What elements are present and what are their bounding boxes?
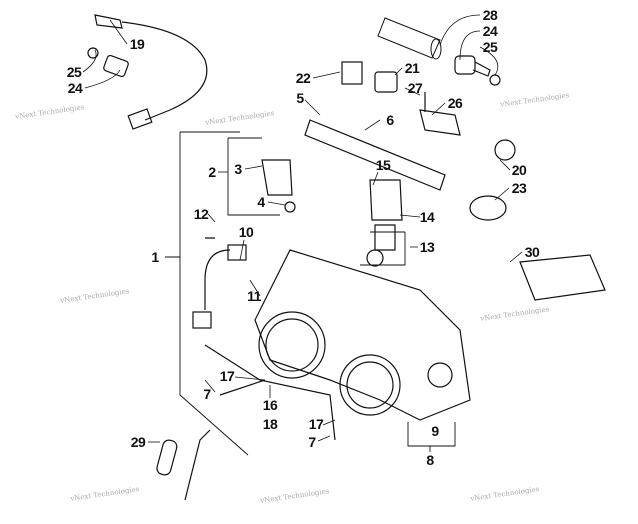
fuel-rail bbox=[304, 119, 446, 191]
callout-label: 17 bbox=[308, 416, 324, 432]
callout-label: 26 bbox=[447, 95, 463, 111]
callout-label: 16 bbox=[262, 397, 278, 413]
callout-label: 8 bbox=[426, 452, 434, 468]
vent-hose bbox=[204, 344, 336, 441]
bracket-lines bbox=[165, 131, 456, 456]
callout-label: 15 bbox=[375, 157, 391, 173]
callout-label: 25 bbox=[482, 39, 498, 55]
iac-valve bbox=[369, 179, 403, 251]
callout-label: 25 bbox=[66, 64, 82, 80]
callout-label: 28 bbox=[482, 7, 498, 23]
callout-label: 20 bbox=[511, 162, 527, 178]
callout-label: 14 bbox=[419, 209, 435, 225]
callout-label: 9 bbox=[431, 423, 439, 439]
callout-label: 7 bbox=[203, 386, 211, 402]
callout-label: 12 bbox=[193, 206, 209, 222]
hose-part bbox=[377, 17, 442, 60]
callout-label: 3 bbox=[234, 161, 242, 177]
callout-label: 22 bbox=[295, 70, 311, 86]
ecu bbox=[519, 254, 606, 301]
callout-label: 29 bbox=[130, 434, 146, 450]
o-ring bbox=[284, 201, 296, 213]
leader-lines bbox=[82, 14, 523, 443]
callout-label: 11 bbox=[247, 288, 261, 304]
callout-label: 23 bbox=[511, 180, 527, 196]
map-sensor bbox=[419, 92, 461, 136]
callout-label: 18 bbox=[262, 416, 278, 432]
callout-label: 7 bbox=[308, 434, 316, 450]
callout-label: 1 bbox=[151, 249, 159, 265]
callout-label: 27 bbox=[407, 80, 423, 96]
callout-label: 24 bbox=[67, 80, 83, 96]
clamp bbox=[469, 195, 507, 221]
callout-label: 6 bbox=[386, 112, 394, 128]
callout-label: 30 bbox=[524, 244, 540, 260]
callout-label: 19 bbox=[129, 36, 145, 52]
drain-hose bbox=[184, 429, 211, 501]
tps-harness bbox=[204, 237, 231, 310]
callout-label: 5 bbox=[296, 90, 304, 106]
relay-part bbox=[341, 61, 363, 85]
callout-label: 13 bbox=[419, 239, 435, 255]
o2-sensor bbox=[94, 14, 208, 130]
callout-label: 10 bbox=[238, 224, 254, 240]
callout-label: 21 bbox=[404, 60, 420, 76]
sensor-left bbox=[87, 47, 129, 78]
callout-label: 17 bbox=[219, 368, 235, 384]
sensor-right bbox=[454, 55, 501, 86]
connector-part bbox=[374, 71, 398, 93]
throttle-body bbox=[254, 249, 471, 421]
callout-label: 2 bbox=[208, 164, 216, 180]
callout-label: 4 bbox=[257, 194, 265, 210]
callout-label: 24 bbox=[482, 23, 498, 39]
injector bbox=[261, 159, 293, 196]
pressure-switch bbox=[494, 139, 516, 161]
